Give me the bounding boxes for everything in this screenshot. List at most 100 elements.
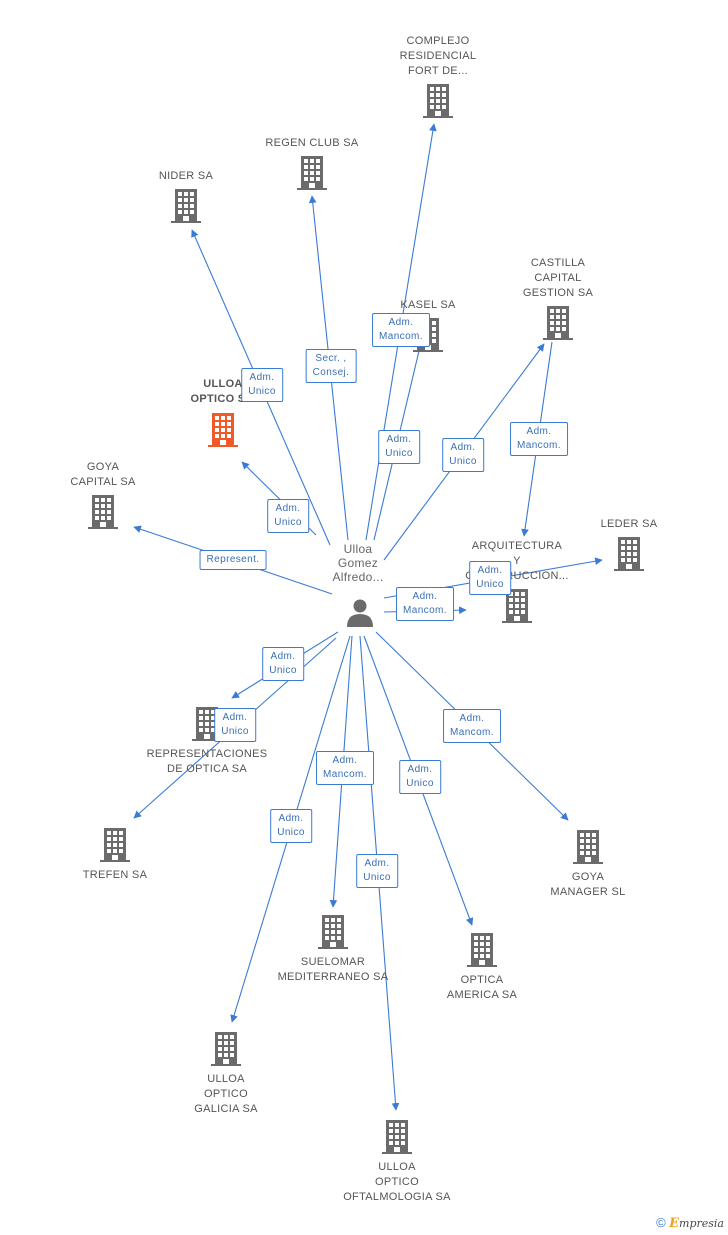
- role-badge-line: Mancom.: [379, 331, 423, 342]
- role-badge-line: Adm.: [477, 565, 503, 576]
- company-building-icon[interactable]: [100, 828, 130, 862]
- role-badge-line: Unico: [221, 726, 249, 737]
- center-person-name[interactable]: Ulloa Gomez Alfredo...: [332, 542, 383, 584]
- company-building-icon[interactable]: [382, 1120, 412, 1154]
- role-badge[interactable]: Adm.Unico: [442, 438, 484, 472]
- role-badge-line: Mancom.: [323, 769, 367, 780]
- role-badge-line: Adm.: [412, 591, 438, 602]
- role-badge[interactable]: Represent.: [199, 550, 267, 570]
- role-badge[interactable]: Adm. Unico: [267, 499, 309, 533]
- company-label-line: CASTILLA: [530, 257, 586, 269]
- role-badge-line: Unico: [385, 448, 413, 459]
- company-building-icon[interactable]: [467, 933, 497, 967]
- company-label-line: MANAGER SL: [550, 886, 626, 898]
- empresia-logo: Empresia: [669, 1216, 724, 1231]
- company-building-icon[interactable]: [211, 1032, 241, 1066]
- role-badge-line: Unico: [277, 827, 305, 838]
- role-badge[interactable]: Adm. Unico: [378, 430, 420, 464]
- company-building-icon[interactable]: [171, 189, 201, 223]
- company-label-line: OPTICA: [460, 974, 504, 986]
- company-building-icon[interactable]: [573, 830, 603, 864]
- role-badge[interactable]: Adm. Unico: [469, 561, 511, 595]
- company-label-line: NIDER SA: [158, 170, 214, 182]
- company-label-suelomar[interactable]: SUELOMAR MEDITERRANEO SA: [278, 955, 389, 985]
- role-badge-line: Mancom.: [517, 440, 561, 451]
- company-label-optica_am[interactable]: OPTICA AMERICA SA: [447, 973, 517, 1003]
- company-label-nider[interactable]: NIDER SA: [159, 169, 213, 184]
- company-building-icon[interactable]: [543, 306, 573, 340]
- company-building-icon[interactable]: [208, 413, 238, 447]
- role-badge-line: Adm.: [386, 434, 412, 445]
- role-badge-line: Adm.: [270, 651, 296, 662]
- role-badge[interactable]: Adm.Mancom.: [372, 313, 430, 347]
- company-label-line: REGEN CLUB SA: [265, 137, 359, 149]
- company-label-line: FORT DE...: [407, 65, 469, 77]
- company-building-icon[interactable]: [88, 495, 118, 529]
- company-label-line: OPTICO S...: [190, 393, 256, 405]
- company-building-icon[interactable]: [614, 537, 644, 571]
- company-label-line: GALICIA SA: [194, 1103, 258, 1115]
- role-badge-line: Secr. ,: [315, 353, 347, 364]
- role-badge[interactable]: Adm.Mancom.: [443, 709, 501, 743]
- role-badge-line: Mancom.: [450, 727, 494, 738]
- company-label-line: CAPITAL: [534, 272, 582, 284]
- role-badge[interactable]: Adm. Unico: [262, 647, 304, 681]
- role-badge-line: Unico: [476, 579, 504, 590]
- company-label-regen[interactable]: REGEN CLUB SA: [265, 136, 358, 151]
- brand-initial: E: [669, 1216, 680, 1231]
- center-name-line: Alfredo...: [332, 570, 384, 584]
- company-label-line: COMPLEJO: [406, 35, 470, 47]
- company-label-line: SUELOMAR: [300, 956, 366, 968]
- company-label-line: ULLOA: [203, 378, 243, 390]
- company-label-line: ULLOA: [207, 1073, 245, 1085]
- role-badge-line: Adm.: [364, 858, 390, 869]
- company-label-line: DE OPTICA SA: [166, 763, 248, 775]
- role-badge[interactable]: Adm.Unico: [241, 368, 283, 402]
- role-badge[interactable]: Adm. Unico: [214, 708, 256, 742]
- center-name-line: Gomez: [337, 556, 379, 570]
- company-label-repr[interactable]: REPRESENTACIONES DE OPTICA SA: [147, 747, 268, 777]
- company-label-line: TREFEN SA: [82, 869, 148, 881]
- company-label-complejo[interactable]: COMPLEJO RESIDENCIAL FORT DE...: [400, 34, 477, 79]
- role-badge-line: Adm.: [222, 712, 248, 723]
- company-label-line: ULLOA: [378, 1161, 416, 1173]
- role-badge-line: Unico: [274, 517, 302, 528]
- company-label-line: RESIDENCIAL: [399, 50, 477, 62]
- company-label-ulloa_os[interactable]: ULLOA OPTICO S...: [190, 377, 255, 407]
- role-badge[interactable]: Adm.Mancom.: [510, 422, 568, 456]
- role-badge-line: Adm.: [275, 503, 301, 514]
- company-label-line: REPRESENTACIONES: [146, 748, 268, 760]
- company-label-line: KASEL SA: [400, 299, 456, 311]
- company-label-line: ARQUITECTURA: [471, 540, 563, 552]
- role-badge-line: Unico: [406, 778, 434, 789]
- role-badge-line: Unico: [269, 665, 297, 676]
- company-label-goya_man[interactable]: GOYA MANAGER SL: [550, 870, 625, 900]
- company-label-kasel[interactable]: KASEL SA: [400, 298, 455, 313]
- role-badge[interactable]: Adm.Mancom.: [396, 587, 454, 621]
- role-badge-line: Adm.: [332, 755, 358, 766]
- role-badge-line: Adm.: [278, 813, 304, 824]
- company-label-line: OPTICO: [204, 1088, 248, 1100]
- company-label-line: Y: [513, 555, 521, 567]
- role-badge-line: Adm.: [249, 372, 275, 383]
- company-label-trefen[interactable]: TREFEN SA: [83, 868, 147, 883]
- footer-brand: © Empresia: [656, 1215, 724, 1231]
- company-label-ulloa_gal[interactable]: ULLOA OPTICO GALICIA SA: [194, 1072, 258, 1117]
- person-icon[interactable]: [345, 597, 375, 627]
- company-label-line: AMERICA SA: [446, 989, 518, 1001]
- company-building-icon[interactable]: [297, 156, 327, 190]
- company-building-icon[interactable]: [318, 915, 348, 949]
- company-label-line: MEDITERRANEO SA: [277, 971, 389, 983]
- role-badge[interactable]: Secr. ,Consej.: [305, 349, 357, 383]
- role-badge[interactable]: Adm. Mancom.: [316, 751, 374, 785]
- role-badge[interactable]: Adm.Unico: [356, 854, 398, 888]
- company-building-icon[interactable]: [423, 84, 453, 118]
- company-label-leder[interactable]: LEDER SA: [601, 517, 658, 532]
- company-label-line: LEDER SA: [600, 518, 658, 530]
- role-badge[interactable]: Adm. Unico: [270, 809, 312, 843]
- company-label-line: GOYA: [571, 871, 605, 883]
- role-badge[interactable]: Adm.Unico: [399, 760, 441, 794]
